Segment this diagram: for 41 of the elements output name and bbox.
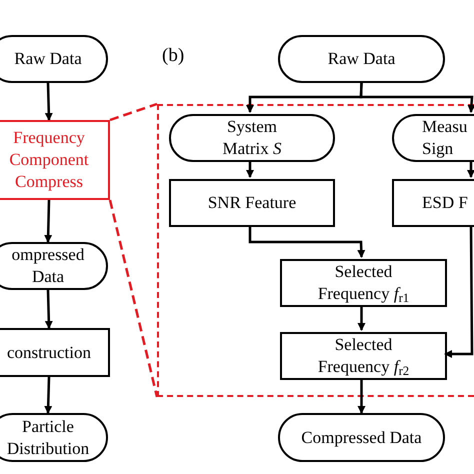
arrow: [44, 290, 53, 329]
node-label: Particle Distribution: [6, 416, 90, 460]
node-label: SNR Feature: [206, 192, 298, 214]
arrow: [44, 200, 52, 243]
process-box: [169, 179, 335, 227]
dashed-connector: [108, 200, 158, 398]
process-box: [0, 120, 110, 200]
arrow: [444, 224, 474, 358]
arrow: [358, 378, 366, 414]
panel-label: (b): [162, 44, 184, 68]
arrow: [44, 376, 52, 414]
arrow: [360, 82, 474, 113]
node-label: Compressed Data: [300, 426, 423, 448]
process-box: [280, 332, 447, 380]
dashed-connector: [110, 102, 158, 122]
node-label: ompressed Data: [10, 244, 86, 288]
zoom-frame: [157, 104, 474, 397]
process-box: [0, 328, 110, 377]
terminal-pill: [392, 114, 474, 162]
arrow: [246, 160, 254, 178]
node-label: ESD F: [422, 192, 469, 214]
terminal-pill: [0, 35, 108, 83]
node-label: Raw Data: [326, 48, 396, 70]
process-box: [392, 179, 474, 227]
arrow: [248, 225, 366, 258]
terminal-pill: [278, 35, 445, 83]
terminal-pill: [0, 413, 108, 462]
arrow: [358, 305, 366, 331]
node-label: System Matrix S: [221, 116, 283, 160]
process-box: [280, 259, 447, 307]
arrow: [44, 82, 53, 121]
terminal-pill: [169, 114, 335, 162]
node-label: Selected Frequency f$_{r2}$: [316, 334, 410, 378]
terminal-pill: [278, 413, 445, 462]
node-label: Raw Data: [13, 48, 83, 70]
node-label: Selected Frequency f$_{r1}$: [316, 261, 410, 305]
arrow: [467, 160, 474, 178]
terminal-pill: [0, 242, 108, 290]
node-label: Frequency Component Compress: [8, 127, 90, 193]
node-label: construction: [6, 342, 92, 364]
node-label: Measu Sign: [422, 116, 468, 160]
